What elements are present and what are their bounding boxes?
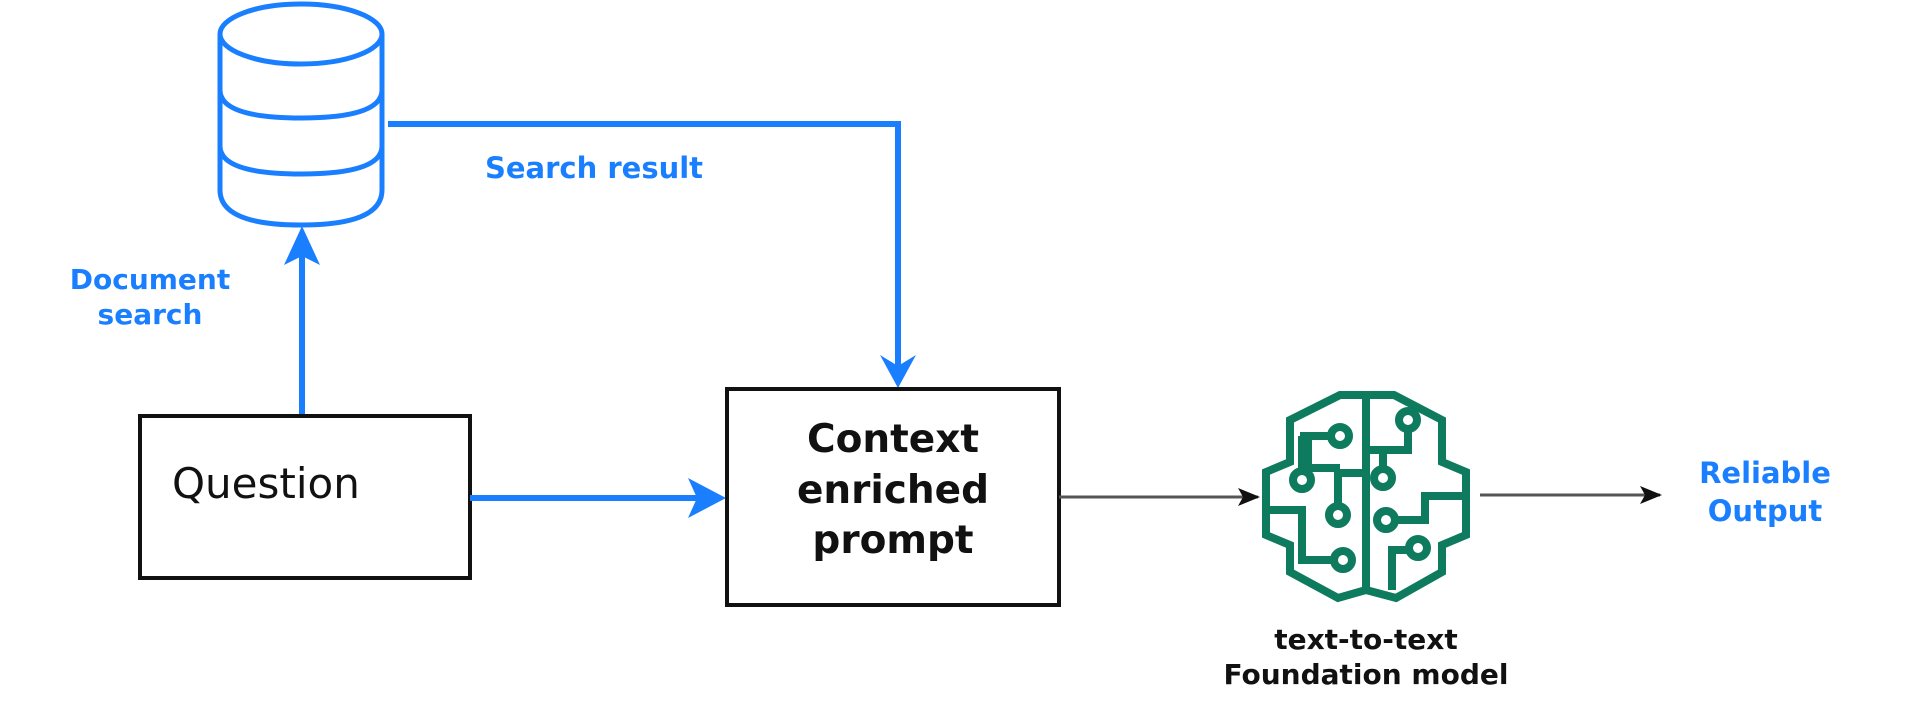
document-search-arrow: [284, 226, 320, 415]
model-label: text-to-text Foundation model: [1186, 622, 1546, 692]
search-result-arrow: [388, 121, 916, 388]
brain-circuit-icon: [1262, 391, 1470, 603]
database-band-1: [217, 89, 385, 121]
question-label: Question: [172, 459, 360, 508]
document-search-label: Document search: [50, 262, 250, 332]
context-label: Context enriched prompt: [727, 415, 1059, 567]
database-icon: [217, 1, 385, 228]
output-label: Reliable Output: [1680, 455, 1850, 530]
question-box: [138, 414, 472, 580]
database-top: [217, 1, 385, 67]
question-to-context-arrow: [470, 478, 726, 518]
context-label-line2: enriched: [796, 467, 990, 513]
document-search-arrowhead: [284, 226, 320, 265]
context-label-line1: Context: [806, 417, 980, 462]
output-label-line1: Reliable: [1699, 456, 1831, 490]
model-label-line2: Foundation model: [1223, 658, 1509, 691]
model-label-line1: text-to-text: [1274, 623, 1458, 656]
document-search-label-line1: Document: [69, 263, 231, 296]
database-band-2: [217, 145, 385, 177]
question-to-context-arrowhead: [688, 478, 726, 518]
context-box: [725, 387, 1061, 607]
output-label-line2: Output: [1707, 493, 1823, 528]
search-result-label: Search result: [485, 151, 704, 185]
document-search-label-line2: search: [97, 298, 203, 331]
database-body: [217, 34, 385, 228]
search-result-arrowhead: [880, 355, 916, 388]
context-label-line3: prompt: [812, 518, 974, 564]
